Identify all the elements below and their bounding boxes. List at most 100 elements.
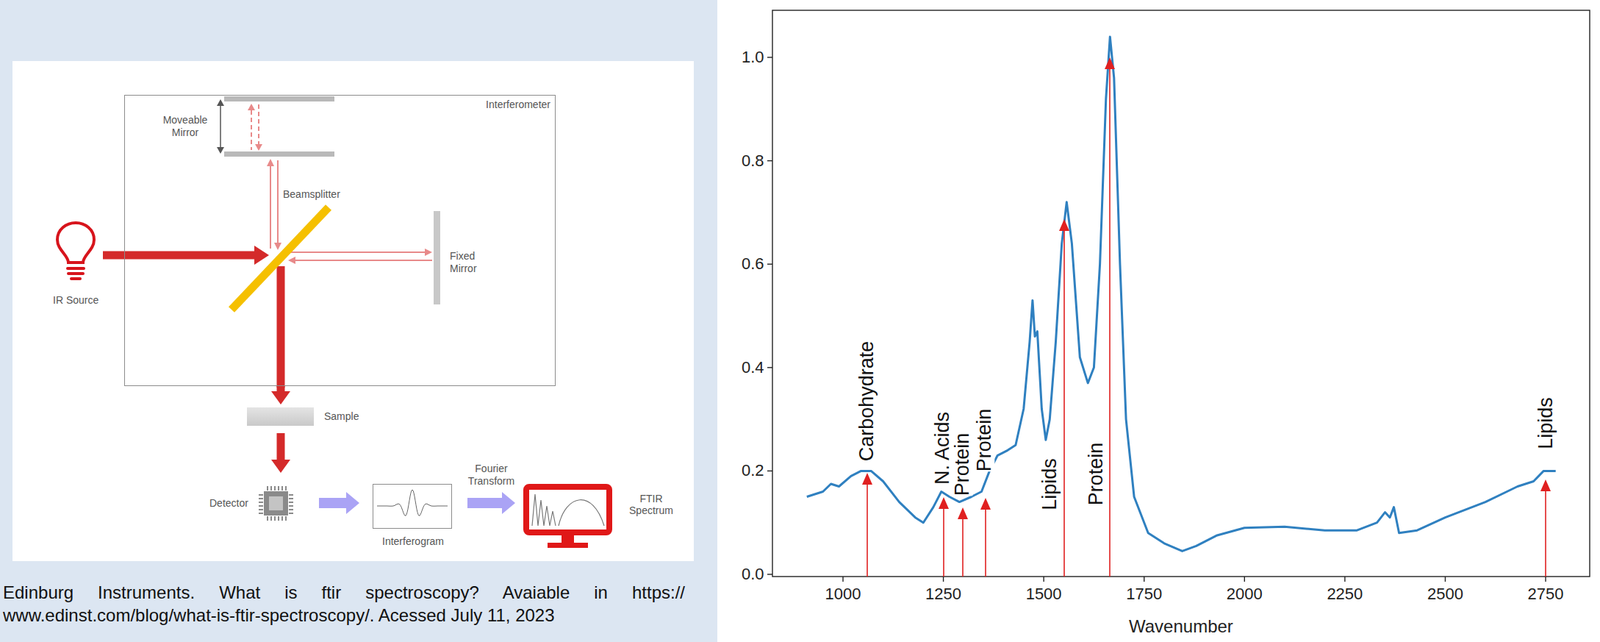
stroke — [866, 482, 868, 577]
peak-label: Lipids — [1535, 396, 1556, 450]
stroke — [962, 517, 964, 577]
ir-beam — [102, 251, 256, 260]
axis-label: 2250 — [1326, 584, 1363, 604]
connector-line — [277, 432, 286, 461]
part-label: Moveable Mirror — [155, 113, 215, 139]
stroke — [842, 576, 843, 582]
connector-line — [277, 385, 286, 392]
node-label: Sample — [324, 410, 359, 423]
stroke — [377, 489, 448, 516]
arrow-head — [346, 491, 360, 514]
monitor-icon — [526, 486, 610, 548]
stroke — [767, 160, 773, 161]
left-panel — [12, 61, 694, 561]
stroke — [957, 507, 968, 519]
spectrum-monitor: FTIR Spectrum — [523, 483, 613, 538]
axis-ticks — [767, 57, 1546, 582]
connector-line — [318, 497, 347, 508]
spectrum-curve — [806, 36, 1556, 552]
beam — [250, 110, 253, 150]
arrow-head — [247, 103, 256, 111]
peak-label: Protein — [1086, 441, 1107, 505]
stroke — [980, 497, 991, 510]
fixed-mirror — [433, 210, 441, 305]
axis-label: 2000 — [1226, 584, 1263, 604]
mirror — [224, 96, 335, 102]
stroke — [1540, 479, 1551, 491]
arrow-head — [255, 144, 263, 151]
interferogram-wave — [377, 489, 448, 516]
beam — [277, 160, 279, 243]
sample-slide: Sample — [246, 407, 314, 426]
stroke — [1544, 489, 1547, 577]
stroke — [767, 366, 773, 368]
axis-label: 0.4 — [741, 357, 765, 378]
stroke — [1109, 67, 1111, 577]
stroke — [1042, 576, 1044, 582]
edge-label: Fourier Transform — [462, 462, 522, 488]
arrow-head — [216, 146, 225, 154]
node-label: FTIR Spectrum — [625, 492, 677, 518]
stroke — [767, 263, 773, 265]
right-panel — [717, 0, 1600, 642]
stroke — [767, 56, 773, 58]
axis-label: 1250 — [925, 584, 962, 604]
arrow-head — [274, 242, 282, 250]
arrow-head — [254, 245, 269, 265]
connector-arrow — [271, 385, 291, 405]
stroke — [1059, 219, 1070, 231]
stroke — [942, 507, 945, 577]
axis-label: Wavenumber — [1128, 615, 1234, 638]
arrow-head — [501, 491, 516, 514]
interferogram-box: Interferogram — [372, 483, 452, 529]
detector-node: Detector — [258, 485, 294, 521]
connector-arrow — [271, 432, 291, 473]
axis-label: 0.6 — [741, 254, 765, 274]
peak-arrows — [862, 57, 1551, 577]
peak-label: Carbohydrate — [856, 340, 877, 461]
peak-label: Protein — [952, 432, 973, 496]
stroke — [938, 496, 949, 509]
axis-label: 1000 — [825, 584, 862, 604]
node-label: Interferometer — [485, 98, 551, 111]
ir-beam — [277, 266, 286, 388]
connector-line — [467, 497, 503, 508]
stroke — [942, 576, 944, 582]
arrow-head — [271, 459, 291, 473]
axis-label: 2750 — [1527, 584, 1564, 604]
citation: Edinburg Instruments. What is ftir spect… — [2, 580, 685, 627]
stroke — [767, 470, 773, 472]
travel-arrow — [219, 104, 222, 149]
stroke — [1444, 576, 1446, 582]
stroke — [1104, 57, 1115, 70]
beam — [269, 166, 272, 249]
stroke — [984, 507, 987, 577]
peak-label: Protein — [974, 407, 995, 472]
mirror — [224, 151, 335, 157]
arrow-head — [216, 99, 225, 106]
peak-label: N. Acids — [932, 411, 953, 485]
arrow-head — [271, 390, 291, 405]
axis-label: 0.0 — [741, 564, 765, 584]
part-label: Fixed Mirror — [449, 249, 494, 275]
axis-label: 1500 — [1025, 584, 1063, 604]
stroke — [767, 573, 773, 575]
stroke — [862, 472, 873, 485]
stroke — [1143, 576, 1145, 582]
part-label: Beamsplitter — [282, 188, 341, 201]
node-label: Detector — [209, 496, 249, 510]
node-label: Interferogram — [382, 535, 444, 548]
part-label: IR Source — [52, 293, 99, 307]
interferometer-box: Interferometer — [124, 94, 556, 386]
peak-label: Lipids — [1039, 457, 1060, 511]
beamsplitter — [231, 207, 329, 310]
connector-arrow — [467, 491, 516, 514]
plot-frame — [772, 10, 1590, 577]
stroke — [1544, 576, 1546, 582]
axis-label: 1.0 — [741, 47, 765, 67]
stroke — [1063, 229, 1065, 577]
arrow-head — [288, 256, 296, 264]
